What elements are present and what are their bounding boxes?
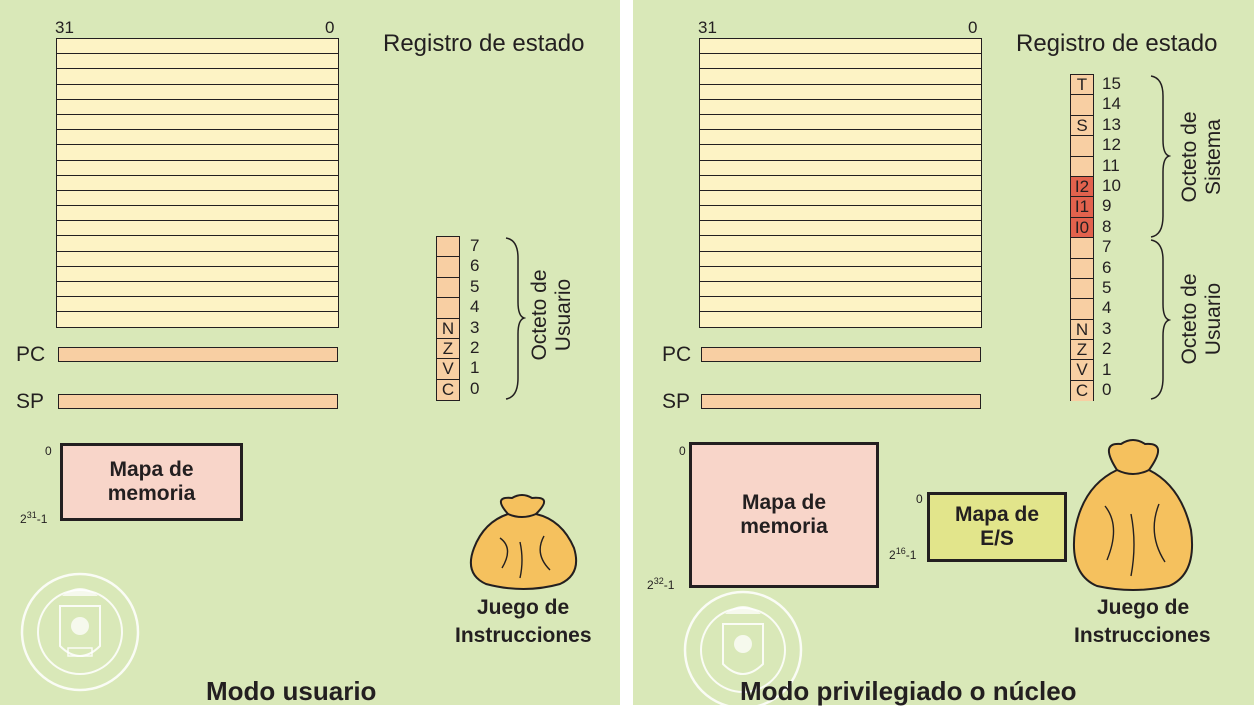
flag-cell	[1071, 156, 1093, 177]
bit-number: 3	[1102, 318, 1112, 338]
bit-number: 5	[1102, 278, 1112, 298]
panel-title-kernel-mode: Modo privilegiado o núcleo	[740, 676, 1077, 706]
flag-cell	[437, 257, 459, 278]
flag-cell	[437, 298, 459, 319]
bit-number: 2	[1102, 339, 1112, 359]
flag-v: V	[437, 359, 459, 380]
status-register-title: Registro de estado	[1016, 30, 1218, 57]
memory-end-address: 231-1	[20, 510, 48, 526]
memory-start-address: 0	[679, 444, 686, 458]
bit-number: 14	[1102, 94, 1121, 114]
flag-c: C	[1071, 380, 1093, 402]
bit-number: 3	[470, 317, 480, 337]
flag-i2: I2	[1071, 176, 1093, 198]
status-flags-user: N Z V C	[436, 236, 460, 401]
instruction-set-label-line1: Juego de	[477, 596, 570, 619]
sp-label: SP	[662, 390, 691, 413]
sp-label: SP	[16, 390, 45, 413]
university-seal-icon	[683, 590, 803, 705]
bit-number: 5	[470, 276, 480, 296]
status-register-title: Registro de estado	[383, 30, 585, 57]
status-flags-kernel: T S I2 I1 I0 N Z V C	[1070, 74, 1094, 402]
bit-number: 13	[1102, 114, 1121, 134]
sp-register	[701, 394, 981, 409]
instruction-set-label-line2: Instrucciones	[455, 624, 592, 647]
flag-cell	[1071, 258, 1093, 279]
university-seal-icon	[20, 572, 140, 692]
user-octet-label: Octeto de Usuario	[528, 269, 575, 361]
bit-number: 4	[470, 297, 480, 317]
register-bit-high-label: 31	[698, 18, 717, 37]
pc-label: PC	[662, 343, 692, 366]
flag-z: Z	[1071, 340, 1093, 361]
user-octet-brace-icon	[505, 237, 526, 400]
user-octet-brace-icon	[1150, 239, 1171, 400]
money-bag-icon	[470, 494, 578, 590]
flag-cell	[437, 277, 459, 299]
system-octet-label: Octeto de Sistema	[1178, 111, 1225, 203]
io-end-address: 216-1	[889, 546, 917, 562]
bit-numbers-user: 7 6 5 4 3 2 1 0	[470, 236, 479, 399]
flag-n: N	[1071, 319, 1093, 341]
pc-label: PC	[16, 343, 46, 366]
general-register-bank	[56, 38, 339, 328]
sp-register	[58, 394, 338, 409]
flag-c: C	[437, 379, 459, 401]
general-register-bank	[699, 38, 982, 328]
bit-number: 7	[470, 236, 480, 255]
bit-number: 0	[470, 378, 480, 398]
memory-end-address: 232-1	[647, 576, 675, 592]
bit-number: 11	[1102, 155, 1120, 175]
register-bit-low-label: 0	[325, 18, 335, 37]
bit-number: 2	[470, 338, 480, 358]
bit-number: 4	[1102, 298, 1112, 318]
user-octet-label: Octeto de Usuario	[1178, 273, 1225, 365]
memory-map-box: Mapa de memoria	[60, 443, 243, 521]
bit-number: 9	[1102, 196, 1112, 216]
bit-number: 0	[1102, 380, 1112, 400]
bit-number: 8	[1102, 216, 1112, 236]
kernel-mode-panel: 31 0 Registro de estado PC SP T S I2 I1 …	[633, 0, 1254, 706]
bit-number: 1	[1102, 359, 1112, 379]
flag-cell	[1071, 278, 1093, 300]
bit-number: 1	[470, 358, 480, 378]
pc-register	[701, 347, 981, 362]
money-bag-icon	[1073, 439, 1193, 591]
bit-number: 6	[1102, 257, 1112, 277]
system-octet-brace-icon	[1150, 75, 1171, 238]
io-start-address: 0	[916, 492, 923, 506]
instruction-set-label-line1: Juego de	[1097, 596, 1190, 619]
register-bit-low-label: 0	[968, 18, 978, 37]
instruction-set-label-line2: Instrucciones	[1074, 624, 1211, 647]
panel-title-user-mode: Modo usuario	[206, 676, 377, 706]
flag-t: T	[1071, 75, 1093, 96]
flag-i0: I0	[1071, 217, 1093, 239]
flag-cell	[1071, 299, 1093, 320]
flag-n: N	[437, 318, 459, 339]
user-mode-panel: 31 0 Registro de estado PC SP N Z V C 7 …	[0, 0, 620, 706]
memory-start-address: 0	[45, 444, 52, 458]
bit-number: 15	[1102, 74, 1121, 93]
flag-cell	[437, 237, 459, 258]
io-map-box: Mapa de E/S	[927, 492, 1067, 562]
flag-z: Z	[437, 338, 459, 360]
flag-cell	[1071, 95, 1093, 116]
flag-cell	[1071, 238, 1093, 259]
flag-v: V	[1071, 360, 1093, 381]
memory-map-box: Mapa de memoria	[689, 442, 879, 588]
pc-register	[58, 347, 338, 362]
bit-number: 10	[1102, 176, 1121, 196]
register-bit-high-label: 31	[55, 18, 74, 37]
flag-cell	[1071, 136, 1093, 157]
bit-number: 7	[1102, 237, 1112, 257]
bit-numbers-kernel: 15 14 13 12 11 10 9 8 7 6 5 4 3 2 1 0	[1102, 74, 1121, 401]
bit-number: 12	[1102, 135, 1121, 155]
flag-s: S	[1071, 115, 1093, 137]
bit-number: 6	[470, 256, 480, 276]
flag-i1: I1	[1071, 197, 1093, 218]
